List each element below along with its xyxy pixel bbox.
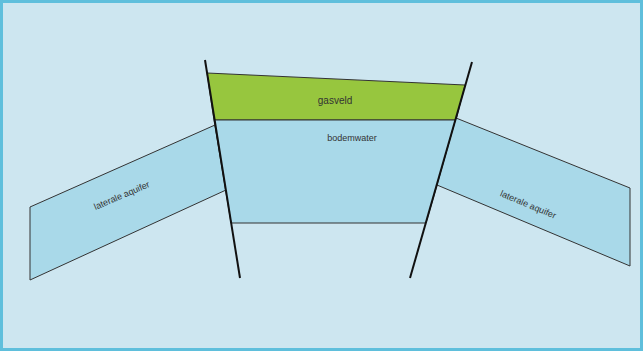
layer-outline xyxy=(437,118,630,266)
layer-shape xyxy=(437,118,630,266)
layer-label: gasveld xyxy=(318,96,352,106)
layer-outline xyxy=(214,120,456,223)
layer-shape xyxy=(30,125,226,280)
layer-outline xyxy=(207,73,465,120)
gas-field-layer: gasveld xyxy=(207,73,465,120)
aquifer-band: laterale aquifer xyxy=(437,118,630,266)
layer-outline xyxy=(30,125,226,280)
aquifer-band: laterale aquifer xyxy=(30,125,226,280)
layer-label: bodemwater xyxy=(327,134,377,143)
groundwater-layer: bodemwater xyxy=(214,120,456,223)
